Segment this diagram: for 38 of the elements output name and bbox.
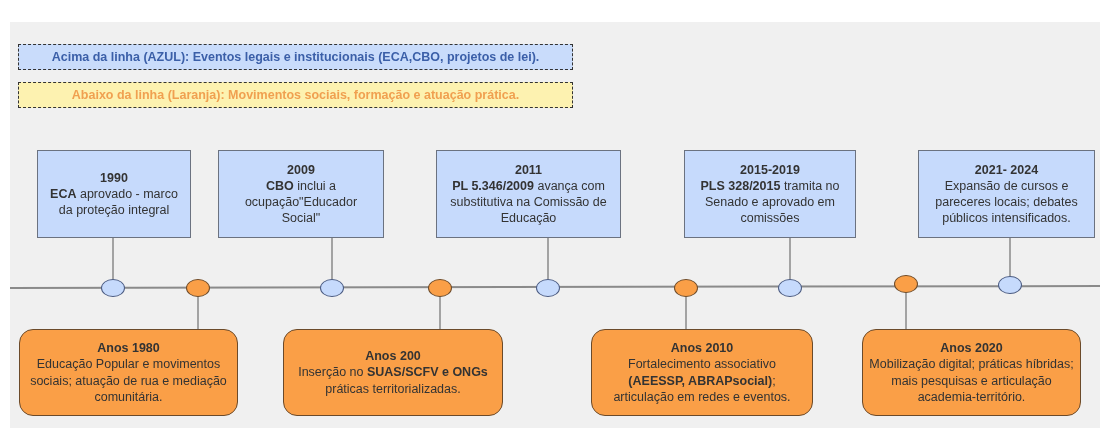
connector-line bbox=[905, 292, 907, 330]
event-description: Educação Popular e movimentos sociais; atuação de rua e mediação comunitária. bbox=[29, 356, 228, 405]
milestone-card bbox=[684, 150, 856, 238]
milestone-card bbox=[218, 150, 384, 238]
event-date: 2009 bbox=[287, 161, 315, 178]
connector-line bbox=[331, 237, 333, 280]
event-description: PLS 328/2015 tramita no Senado e aprovado em comissões bbox=[699, 177, 841, 227]
connector-line bbox=[439, 296, 441, 330]
event-description: Expansão de cursos e pareceres locais; debates públicos intensificados. bbox=[934, 177, 1079, 227]
event-date: Anos 2020 bbox=[940, 340, 1003, 357]
event-description: Inserção no SUAS/SCFV e ONGs práticas territorializadas. bbox=[297, 364, 489, 397]
event-description: CBO inclui a ocupação"Educador Social" bbox=[243, 177, 359, 227]
connector-line bbox=[1009, 237, 1011, 277]
event-date: Anos 1980 bbox=[97, 340, 160, 357]
event-date: Anos 200 bbox=[365, 348, 421, 365]
connector-line bbox=[789, 237, 791, 280]
event-description: PL 5.346/2009 avança com substitutiva na Comissão de Educação bbox=[449, 177, 608, 227]
event-date: 1990 bbox=[100, 169, 128, 186]
connector-line bbox=[547, 237, 549, 280]
milestone-card bbox=[37, 150, 191, 238]
connector-line bbox=[112, 237, 114, 280]
legend-entry: Acima da linha (AZUL): Eventos legais e institucionais (ECA,CBO, projetos de lei). bbox=[18, 44, 573, 70]
event-card bbox=[591, 329, 813, 416]
milestone-card bbox=[918, 150, 1095, 238]
milestone-card bbox=[436, 150, 621, 238]
connector-line bbox=[197, 296, 199, 330]
event-date: 2021- 2024 bbox=[974, 161, 1039, 178]
legend-entry: Abaixo da linha (Laranja): Movimentos sociais, formação e atuação prática. bbox=[18, 82, 573, 108]
connector-line bbox=[685, 296, 687, 330]
event-card bbox=[19, 329, 238, 416]
event-card bbox=[862, 329, 1081, 416]
event-description: ECA aprovado - marco da proteção integral bbox=[49, 185, 179, 219]
event-description: Mobilização digital; práticas híbridas; mais pesquisas e articulação academia-território. bbox=[869, 356, 1074, 405]
event-date: 2015-2019 bbox=[740, 161, 800, 178]
event-date: Anos 2010 bbox=[670, 340, 734, 357]
event-description: Fortalecimento associativo (AEESSP, ABRAPsocial); articulação em redes e eventos. bbox=[612, 356, 792, 405]
event-card bbox=[283, 329, 503, 416]
event-date: 2011 bbox=[514, 161, 543, 178]
